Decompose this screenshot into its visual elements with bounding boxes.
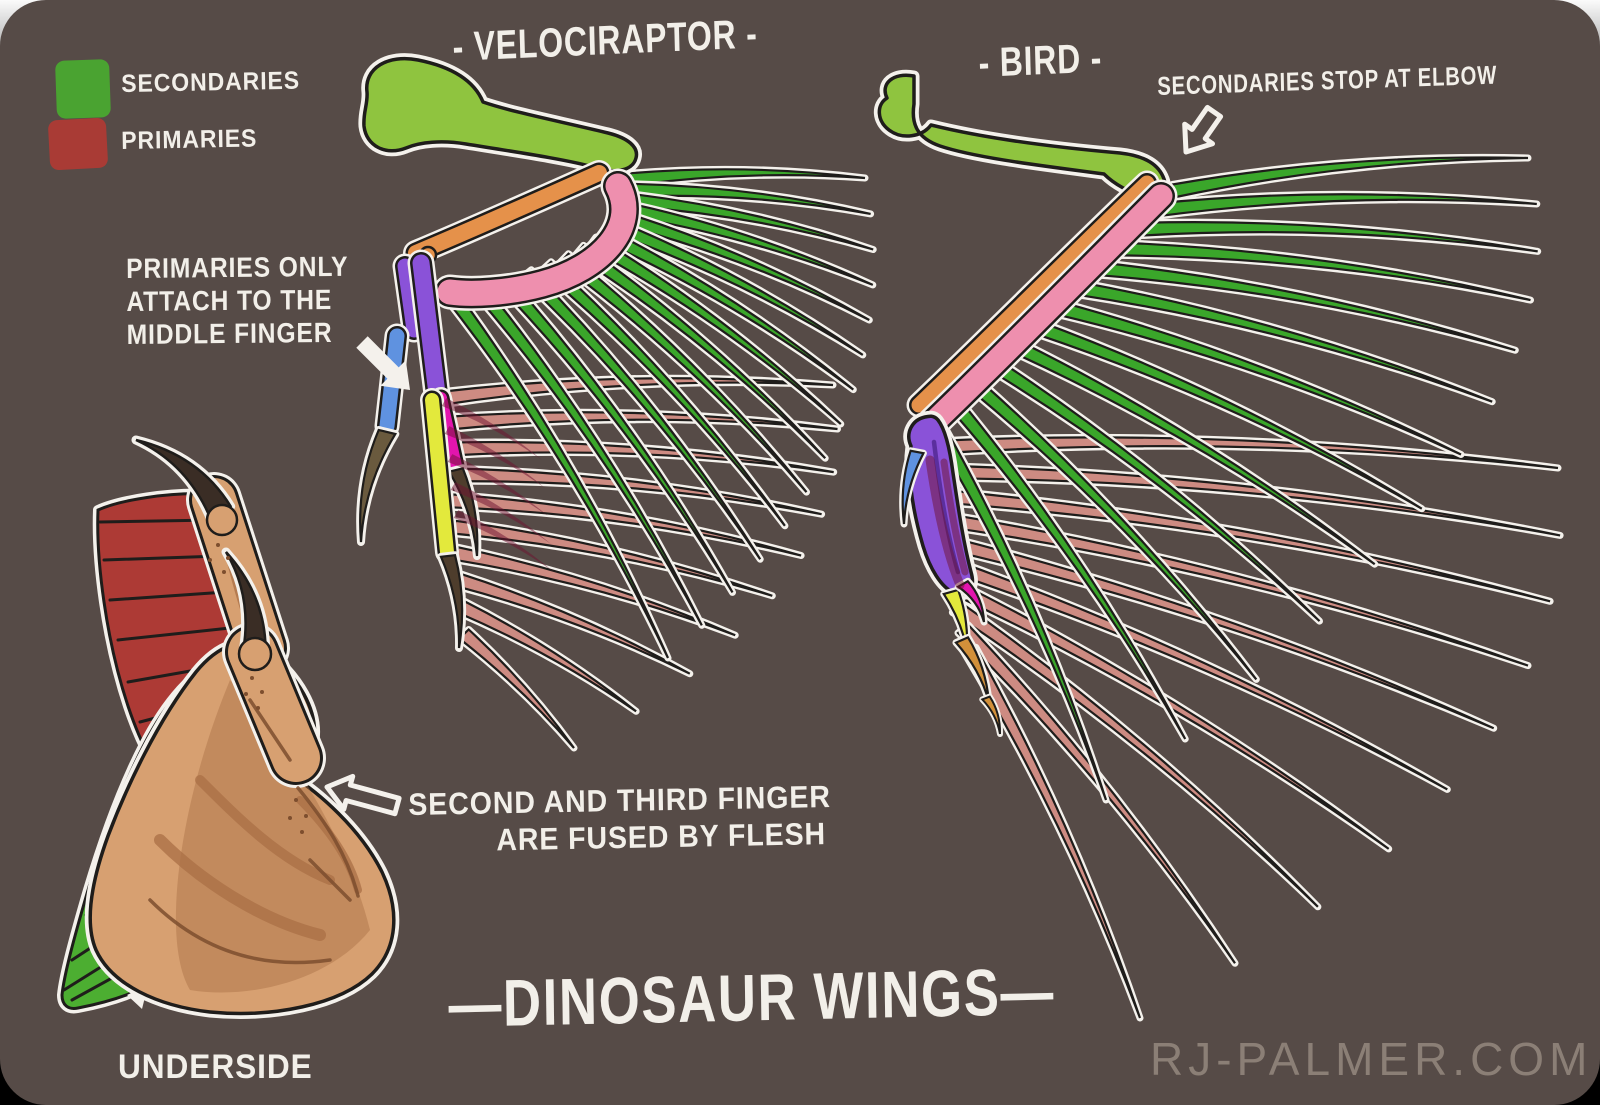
bird-title: - BIRD - <box>978 34 1103 86</box>
bird-wing-diagram <box>873 69 1564 1022</box>
main-title: —DINOSAUR WINGS— <box>448 953 1056 1041</box>
primaries-attach-note-line2: ATTACH TO THE <box>126 283 333 317</box>
primaries-attach-note-line3: MIDDLE FINGER <box>126 316 333 350</box>
primaries-attach-note: PRIMARIES ONLY ATTACH TO THE MIDDLE FING… <box>126 250 349 351</box>
legend-label-secondaries: SECONDARIES <box>121 66 301 98</box>
secondaries-color-swatch <box>55 59 111 119</box>
velociraptor-wing-diagram <box>356 53 877 752</box>
secondaries-stop-arrow <box>1182 104 1224 155</box>
underside-label: UNDERSIDE <box>118 1048 313 1086</box>
primaries-color-swatch <box>48 117 108 171</box>
underside-hand-illustration <box>57 435 400 1019</box>
primaries-attach-arrow <box>356 336 410 390</box>
primaries-attach-note-line1: PRIMARIES ONLY <box>126 250 349 284</box>
legend-label-primaries: PRIMARIES <box>121 124 258 155</box>
watermark: RJ-PALMER.COM <box>1150 1033 1593 1085</box>
legend-swatches <box>48 59 111 171</box>
fused-fingers-note-line2: ARE FUSED BY FLESH <box>495 816 827 858</box>
fused-fingers-note: SECOND AND THIRD FINGER ARE FUSED BY FLE… <box>408 778 832 860</box>
annotation-arrows <box>324 104 1224 817</box>
fused-fingers-arrow <box>324 773 402 817</box>
